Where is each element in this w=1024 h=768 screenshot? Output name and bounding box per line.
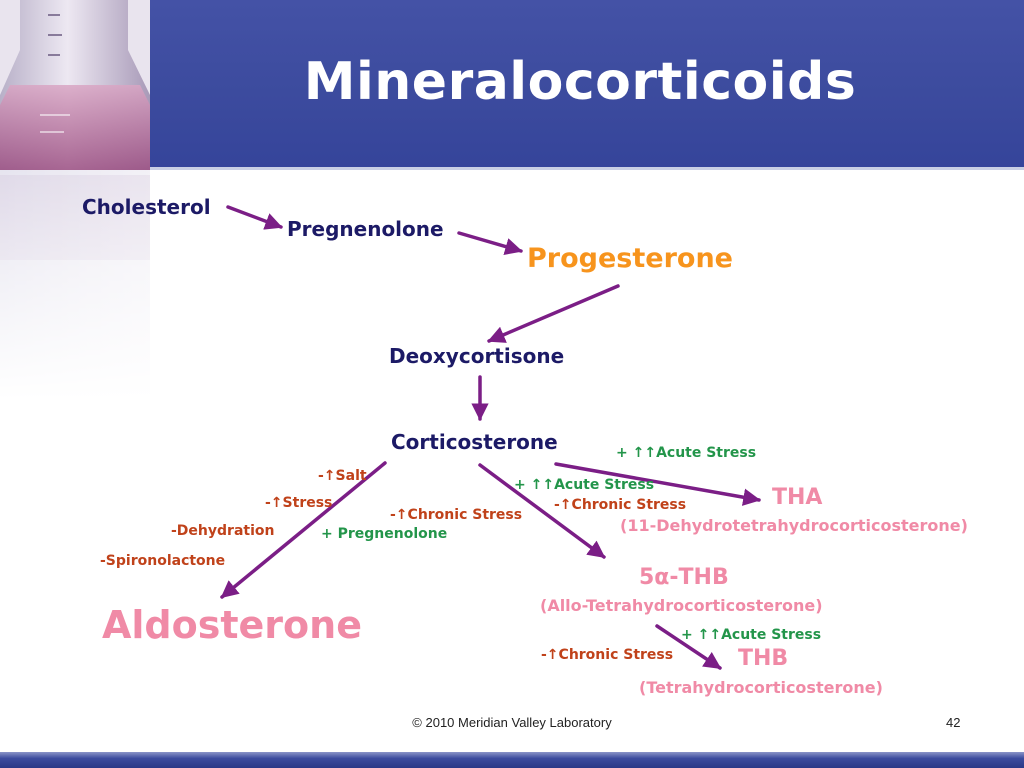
compound-allo-thb: 5α-THB: [639, 565, 729, 590]
compound-tha-full: (11-Dehydrotetrahydrocorticosterone): [620, 516, 968, 535]
arrow-cholesterol-pregnenolone: [226, 205, 283, 230]
modifier-aldo-salt: -↑Salt: [318, 468, 367, 484]
modifier-tha-acute-top: + ↑↑Acute Stress: [616, 445, 757, 461]
modifier-allo-pregnenolone: + Pregnenolone: [321, 526, 448, 542]
modifier-thb-acute: + ↑↑Acute Stress: [681, 627, 822, 643]
slide-title: Mineralocorticoids: [303, 52, 857, 112]
arrow-corticosterone-aldosterone: [220, 461, 387, 599]
compound-thb: THB: [738, 646, 789, 671]
modifier-aldo-stress: -↑Stress: [265, 495, 333, 511]
arrow-progesterone-deoxycortisone: [487, 284, 620, 343]
page-number: 42: [946, 715, 961, 730]
arrow-pregnenolone-progesterone: [457, 231, 523, 256]
modifier-aldo-spironolactone: -Spironolactone: [100, 553, 226, 569]
arrow-allo-thb-thb: [655, 624, 722, 670]
arrow-corticosterone-allo-thb: [478, 463, 606, 559]
arrow-corticosterone-tha: [554, 462, 761, 506]
modifier-tha-chronic: -↑Chronic Stress: [554, 497, 687, 513]
compound-deoxycortisone: Deoxycortisone: [389, 344, 565, 368]
compound-corticosterone: Corticosterone: [391, 430, 558, 454]
compound-aldosterone: Aldosterone: [102, 603, 362, 647]
footer-band: [0, 752, 1024, 768]
header-rule: [0, 167, 1024, 170]
flask-photo: [0, 0, 150, 400]
modifier-thb-chronic: -↑Chronic Stress: [541, 647, 674, 663]
compound-cholesterol: Cholesterol: [82, 195, 211, 219]
compound-allo-thb-full: (Allo-Tetrahydrocorticosterone): [540, 596, 823, 615]
modifier-aldo-dehydration: -Dehydration: [171, 523, 275, 539]
compound-progesterone: Progesterone: [527, 243, 733, 274]
modifier-allo-chronic: -↑Chronic Stress: [390, 507, 523, 523]
modifier-tha-acute: + ↑↑Acute Stress: [514, 477, 655, 493]
footer-copyright: © 2010 Meridian Valley Laboratory: [412, 715, 612, 730]
compound-tha: THA: [772, 485, 823, 510]
header-band: [0, 0, 1024, 170]
compound-thb-full: (Tetrahydrocorticosterone): [639, 678, 883, 697]
compound-pregnenolone: Pregnenolone: [287, 217, 444, 241]
